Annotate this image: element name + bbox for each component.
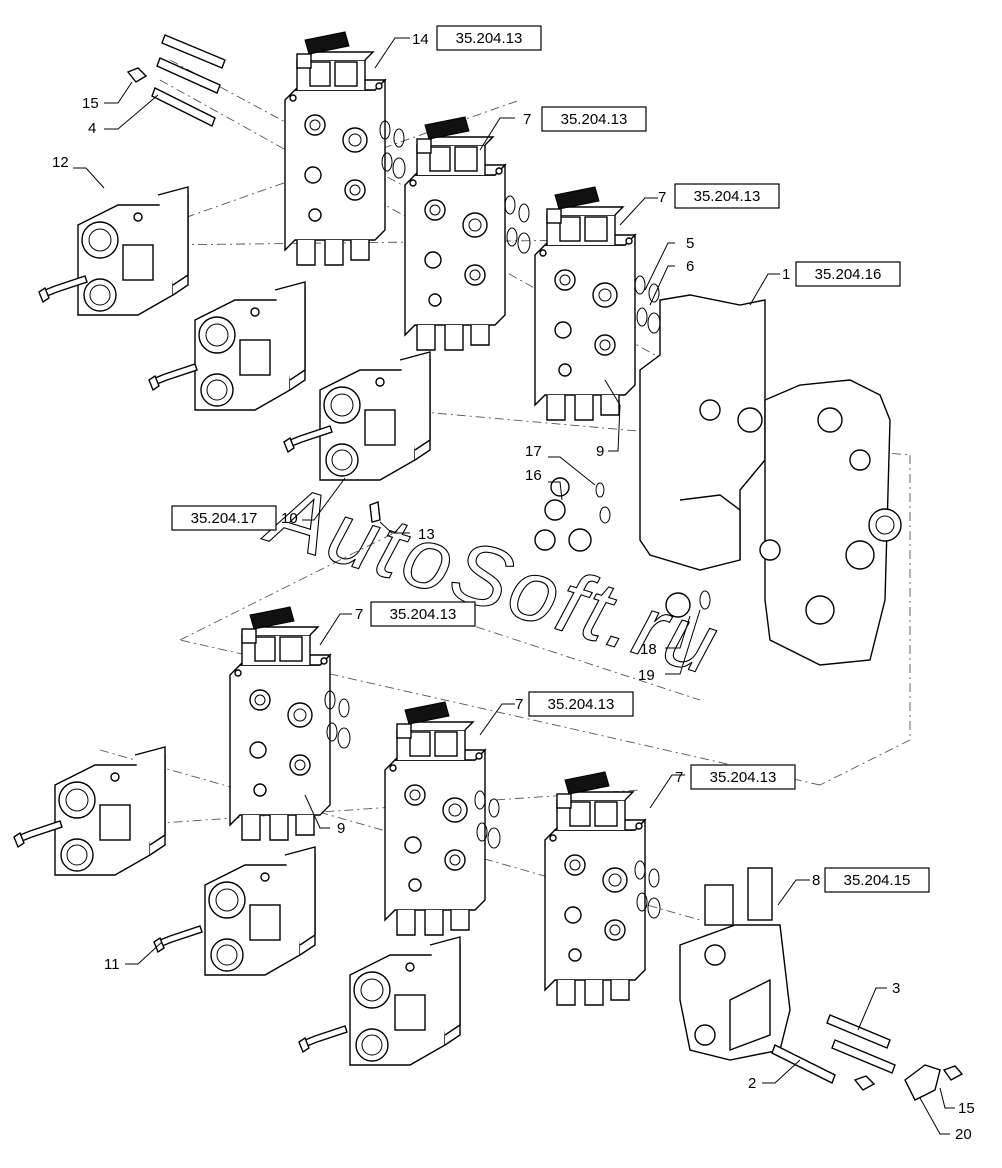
ref-text-14: 35.204.13	[456, 30, 523, 47]
item-label-17: 17	[525, 443, 542, 460]
plugs-16-17	[369, 477, 711, 618]
end-cover-upper-3	[319, 351, 431, 481]
item-label-15-upper: 15	[82, 95, 99, 112]
ref-box-7e	[690, 764, 796, 790]
item-label-7d: 7	[515, 696, 523, 713]
end-cover-upper-1	[77, 186, 189, 316]
item-label-18: 18	[640, 641, 657, 658]
ref-box-1	[795, 261, 901, 287]
item-label-9-upper: 9	[596, 443, 604, 460]
ref-box-10	[171, 505, 277, 531]
item-label-7b: 7	[658, 189, 666, 206]
ref-box-7a	[541, 106, 647, 132]
ref-text-7a: 35.204.13	[561, 111, 628, 128]
item-label-13: 13	[418, 526, 435, 543]
item-label-2: 2	[748, 1075, 756, 1092]
ref-text-10: 35.204.17	[191, 510, 258, 527]
bolt-11	[153, 925, 203, 953]
end-cover-lower-1	[54, 746, 166, 876]
control-valve-section-7d	[384, 701, 486, 936]
item-label-14: 14	[412, 31, 429, 48]
inlet-section-body	[639, 294, 902, 666]
item-label-7e: 7	[675, 769, 683, 786]
item-label-19: 19	[638, 667, 655, 684]
control-valve-section-7b	[534, 186, 636, 421]
control-valve-section-7a	[404, 116, 506, 351]
ref-text-7b: 35.204.13	[694, 188, 761, 205]
item-label-9-lower: 9	[337, 820, 345, 837]
item-label-7a: 7	[523, 111, 531, 128]
item-label-6: 6	[686, 258, 694, 275]
control-valve-section-7e	[544, 771, 646, 1006]
ref-text-7e: 35.204.13	[710, 769, 777, 786]
leader-lines	[73, 37, 955, 1135]
ref-text-1: 35.204.16	[815, 266, 882, 283]
outlet-section-8	[679, 867, 791, 1061]
control-valve-section-14	[284, 31, 386, 266]
stud-rods-upper	[126, 34, 226, 127]
item-label-4: 4	[88, 120, 96, 137]
seals-upper-2	[504, 195, 531, 254]
ref-text-7c: 35.204.13	[390, 606, 457, 623]
item-label-11: 11	[104, 956, 120, 973]
bolt-12-b	[148, 363, 198, 391]
ref-box-14	[436, 25, 542, 51]
item-label-12: 12	[52, 154, 69, 171]
ref-text-8: 35.204.15	[844, 872, 911, 889]
item-label-1: 1	[782, 266, 790, 283]
item-label-15-lower: 15	[958, 1100, 975, 1117]
ref-box-7b	[674, 183, 780, 209]
stud-rods-lower	[771, 1014, 964, 1101]
item-label-10: 10	[281, 510, 298, 527]
ref-box-7d	[528, 691, 634, 717]
ref-box-7c	[370, 601, 476, 627]
end-cover-upper-2	[194, 281, 306, 411]
ref-box-8	[824, 867, 930, 893]
control-valve-section-7c	[229, 606, 331, 841]
item-label-5: 5	[686, 235, 694, 252]
item-label-3: 3	[892, 980, 900, 997]
item-label-20: 20	[955, 1126, 972, 1143]
item-label-16: 16	[525, 467, 542, 484]
end-cover-lower-2	[204, 846, 316, 976]
end-cover-lower-3	[349, 936, 461, 1066]
item-label-8: 8	[812, 872, 820, 889]
item-label-7c: 7	[355, 606, 363, 623]
ref-text-7d: 35.204.13	[548, 696, 615, 713]
bolt-lower-c	[298, 1025, 348, 1053]
